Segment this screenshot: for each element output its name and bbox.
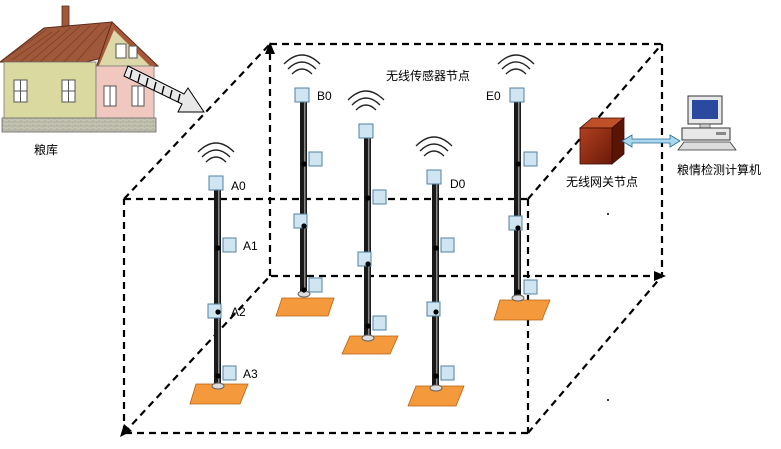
sensor-pole-d (407, 169, 465, 407)
sensor-label-a1: A1 (243, 239, 258, 253)
bidirectional-link-arrow (621, 134, 681, 148)
sensor-pole-e (493, 87, 551, 321)
sensor-label-a2: A2 (231, 305, 246, 319)
arrowhead-up (265, 42, 275, 54)
wireless-signal-icon (415, 136, 453, 157)
sensor-label-d0: D0 (450, 177, 466, 191)
wireless-signal-icon (283, 54, 321, 75)
sensor-label-b0: B0 (317, 89, 332, 103)
arrowhead-right (654, 271, 666, 281)
granary-label: 粮库 (34, 142, 58, 157)
gateway-node-label: 无线网关节点 (566, 175, 638, 189)
sensor-label-a3: A3 (243, 367, 258, 381)
wireless-signal-icon (497, 54, 535, 75)
sensor-label-a0: A0 (231, 179, 246, 193)
sensor-pole-b (275, 87, 335, 317)
arrowhead-down-left (120, 424, 132, 437)
stray-dot (607, 399, 609, 401)
wireless-signal-icon (347, 90, 385, 111)
sensor-pole-c (341, 123, 399, 355)
sensor-label-e0: E0 (486, 89, 501, 103)
gateway-node-box (578, 117, 626, 165)
computer-icon (677, 95, 737, 151)
stray-dot (607, 213, 609, 215)
granary-link-arrow (123, 65, 205, 113)
grain-computer-label: 粮情检测计算机 (677, 162, 761, 177)
storage-volume-outline (122, 42, 664, 435)
wireless-signal-icon (197, 142, 235, 163)
sensor-pole-a (189, 175, 249, 405)
wireless-sensor-node-label: 无线传感器节点 (386, 68, 470, 83)
